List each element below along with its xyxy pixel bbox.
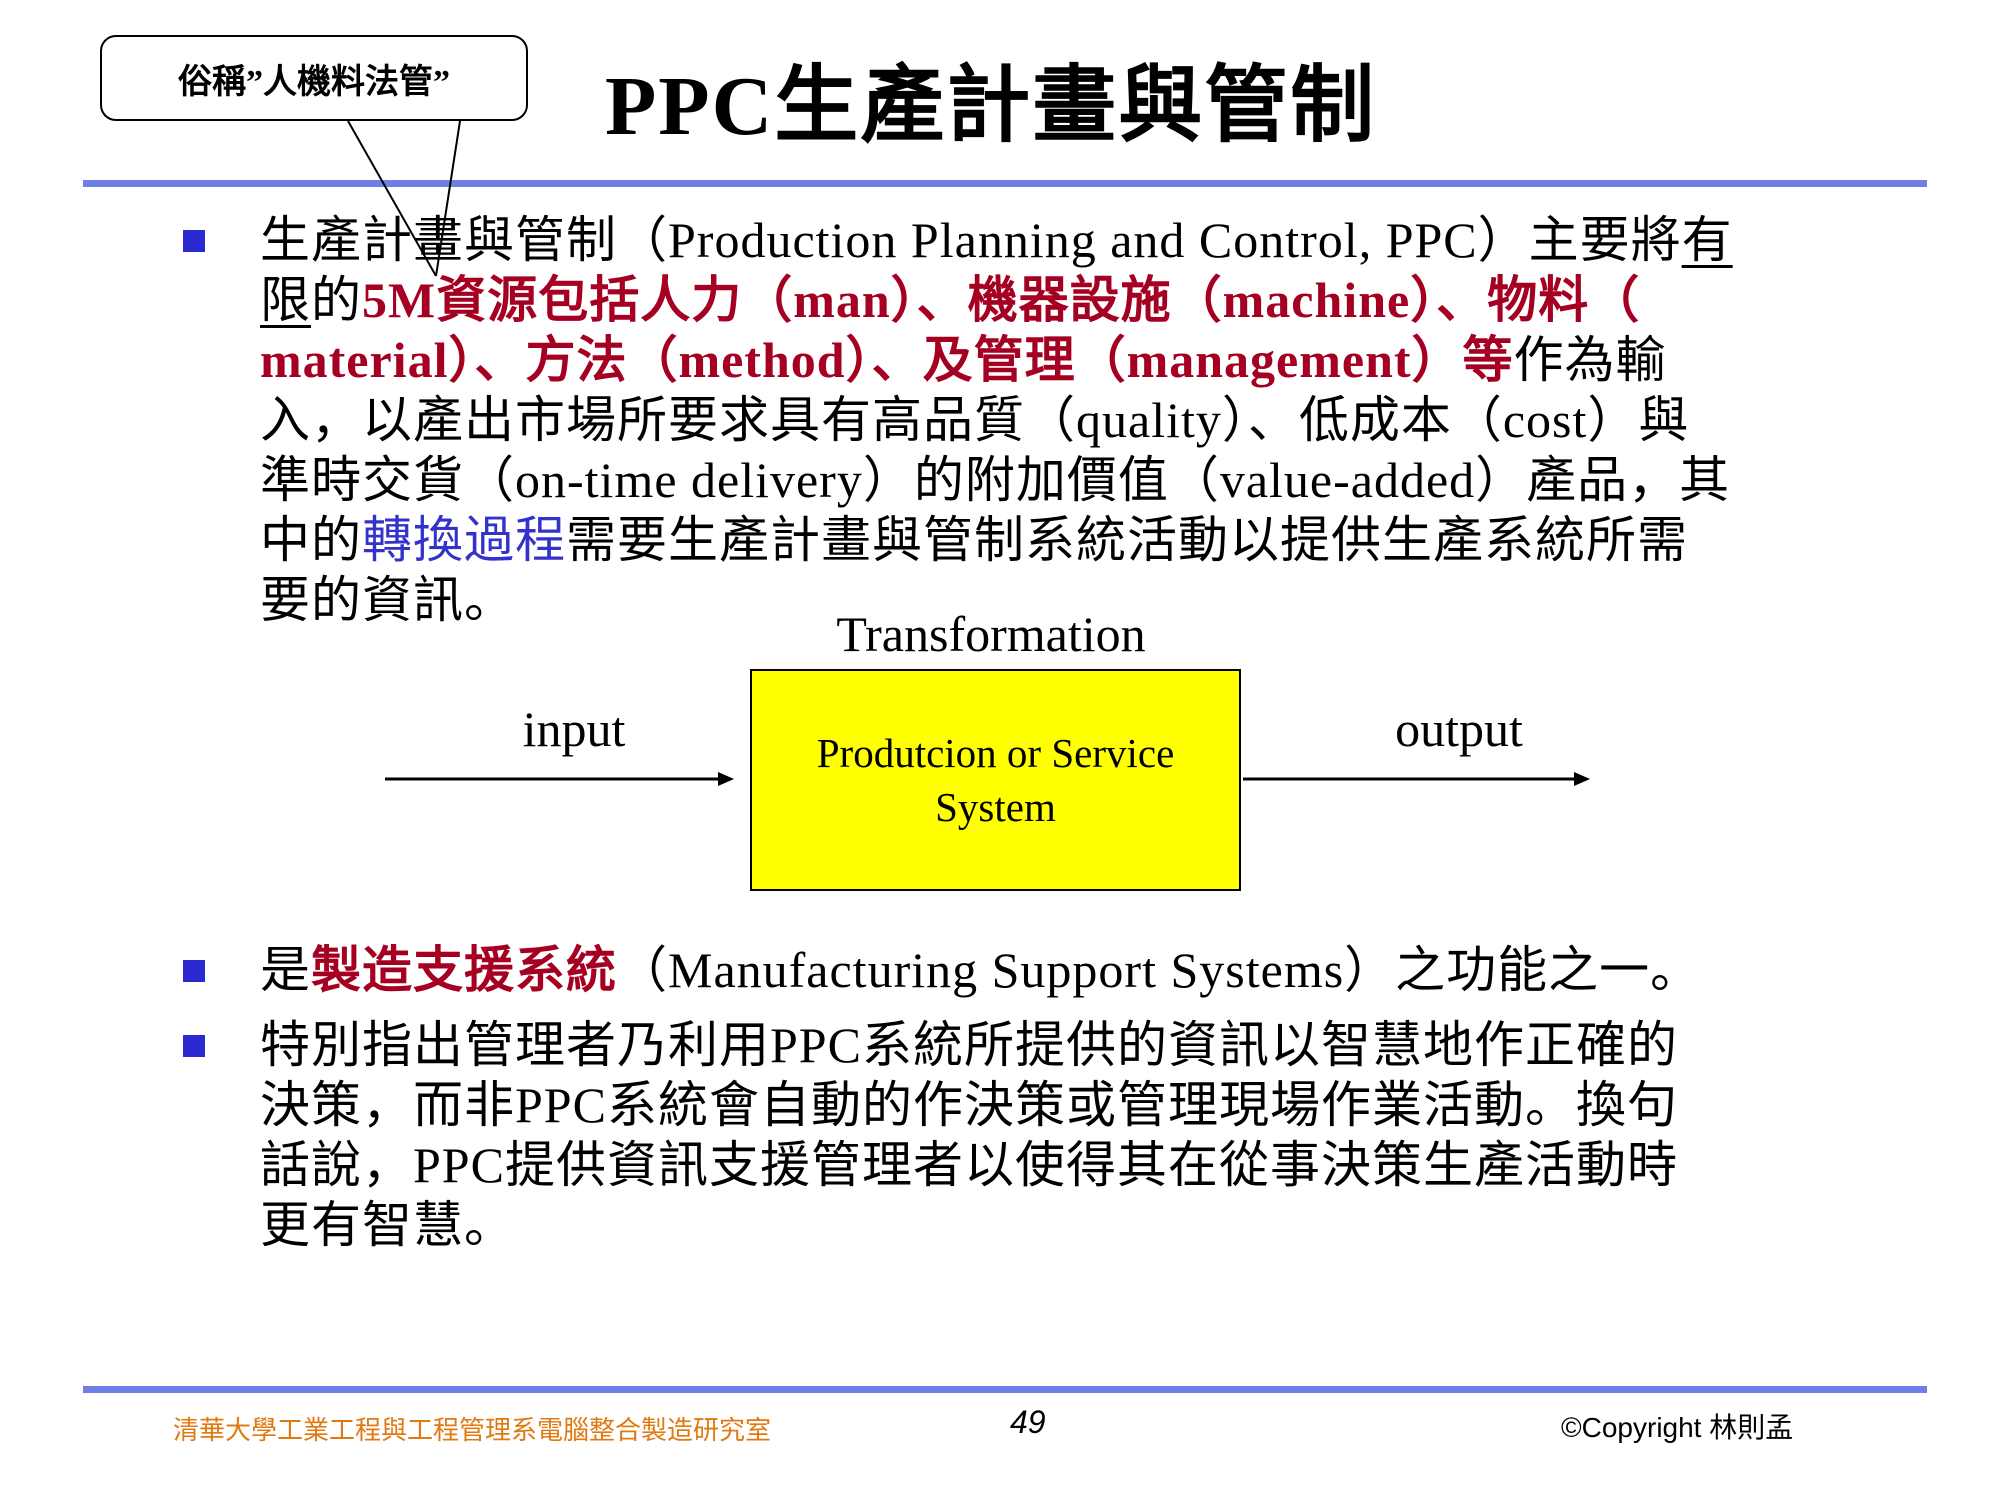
- text-segment: 入，以產出市場所要求具有高品質（quality）、低成本（cost）與: [260, 392, 1690, 448]
- bullet-1-line: 準時交貨（on-time delivery）的附加價值（value-added）…: [260, 450, 1730, 510]
- text-segment: 是: [260, 942, 311, 998]
- text-segment: 要的資訊。: [260, 572, 515, 628]
- text-segment: 中的: [260, 512, 362, 568]
- bullet-1-line: 要的資訊。: [260, 570, 515, 630]
- emphasis-text: 製造支援系統: [311, 942, 617, 998]
- highlight-text: 轉換過程: [362, 512, 566, 568]
- bullet-2-line: 是製造支援系統（Manufacturing Support Systems）之功…: [260, 940, 1701, 1000]
- page-title: PPC生產計畫與管制: [605, 60, 1377, 153]
- output-label: output: [1395, 701, 1523, 757]
- page-number: 49: [1010, 1404, 1046, 1440]
- bullet-icon: [183, 1035, 205, 1057]
- input-label: input: [522, 701, 626, 757]
- bullet-1-line: 入，以產出市場所要求具有高品質（quality）、低成本（cost）與: [260, 390, 1689, 450]
- underlined-text: 有: [1681, 212, 1733, 268]
- input-arrow: [385, 772, 734, 786]
- underlined-text: 限: [260, 272, 311, 328]
- bullet-1-line: 限的5M資源包括人力（man）、機器設施（machine）、物料（: [260, 270, 1640, 330]
- transformation-label: Transformation: [836, 606, 1146, 662]
- diagram-arrows: [385, 772, 1590, 786]
- callout-text: 俗稱”人機料法管”: [178, 63, 450, 101]
- text-segment: 的: [311, 272, 362, 328]
- bullet-3-line: 話說，PPC提供資訊支援管理者以使得其在從事決策生產活動時: [260, 1135, 1678, 1195]
- emphasis-text: material）、方法（method）、及管理（management）等: [260, 332, 1514, 388]
- output-arrow: [1243, 772, 1590, 786]
- box-text-line2: System: [935, 784, 1056, 830]
- top-divider: [83, 180, 1927, 187]
- text-segment: 準時交貨（on-time delivery）的附加價值（value-added）…: [260, 452, 1731, 508]
- production-system-box: Produtcion or Service System: [750, 669, 1241, 891]
- footer-copyright: ©Copyright 林則孟: [1561, 1412, 1794, 1443]
- footer-institution: 清華大學工業工程與工程管理系電腦整合製造研究室: [173, 1416, 772, 1445]
- bullet-3-line: 特別指出管理者乃利用PPC系統所提供的資訊以智慧地作正確的: [260, 1015, 1678, 1075]
- bullet-3-line: 更有智慧。: [260, 1195, 515, 1255]
- text-segment: 決策，而非PPC系統會自動的作決策或管理現場作業活動。換句: [260, 1077, 1678, 1133]
- box-text-line1: Produtcion or Service: [816, 730, 1175, 776]
- text-segment: 作為輸: [1513, 332, 1667, 388]
- text-segment: 話說，PPC提供資訊支援管理者以使得其在從事決策生產活動時: [260, 1137, 1678, 1193]
- emphasis-text: 5M資源包括人力（man）、機器設施（machine）、物料（: [362, 272, 1641, 328]
- bullet-3-line: 決策，而非PPC系統會自動的作決策或管理現場作業活動。換句: [260, 1075, 1678, 1135]
- text-segment: 特別指出管理者乃利用PPC系統所提供的資訊以智慧地作正確的: [260, 1017, 1678, 1073]
- bullet-1-line: 生產計畫與管制（Production Planning and Control,…: [260, 210, 1733, 270]
- text-segment: 需要生產計畫與管制系統活動以提供生產系統所需: [566, 512, 1688, 568]
- text-segment: 生產計畫與管制（Production Planning and Control,…: [260, 212, 1682, 268]
- text-segment: （Manufacturing Support Systems）之功能之一。: [617, 942, 1702, 998]
- bullet-1-line: 中的轉換過程需要生產計畫與管制系統活動以提供生產系統所需: [260, 510, 1688, 570]
- bullet-icon: [183, 230, 205, 252]
- callout-bubble: 俗稱”人機料法管”: [100, 35, 528, 121]
- bullet-icon: [183, 960, 205, 982]
- bullet-1-line: material）、方法（method）、及管理（management）等作為輸: [260, 330, 1667, 390]
- bottom-divider: [83, 1386, 1927, 1393]
- text-segment: 更有智慧。: [260, 1197, 515, 1253]
